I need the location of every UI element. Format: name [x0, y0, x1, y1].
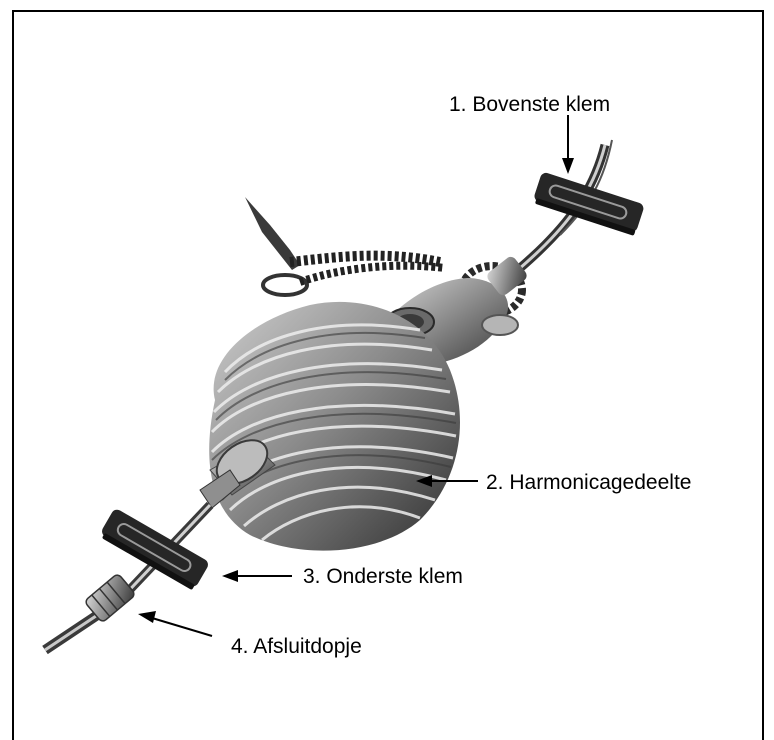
label-end-cap: 4. Afsluitdopje [231, 636, 362, 657]
arrow-lower-clamp [222, 570, 292, 582]
bellows-body [209, 302, 460, 551]
label-upper-clamp: 1. Bovenste klem [449, 94, 610, 115]
label-bellows: 2. Harmonicagedeelte [486, 472, 691, 493]
label-lower-clamp: 3. Onderste klem [303, 566, 463, 587]
arrow-upper-clamp [562, 115, 574, 174]
arrow-end-cap [138, 611, 212, 636]
